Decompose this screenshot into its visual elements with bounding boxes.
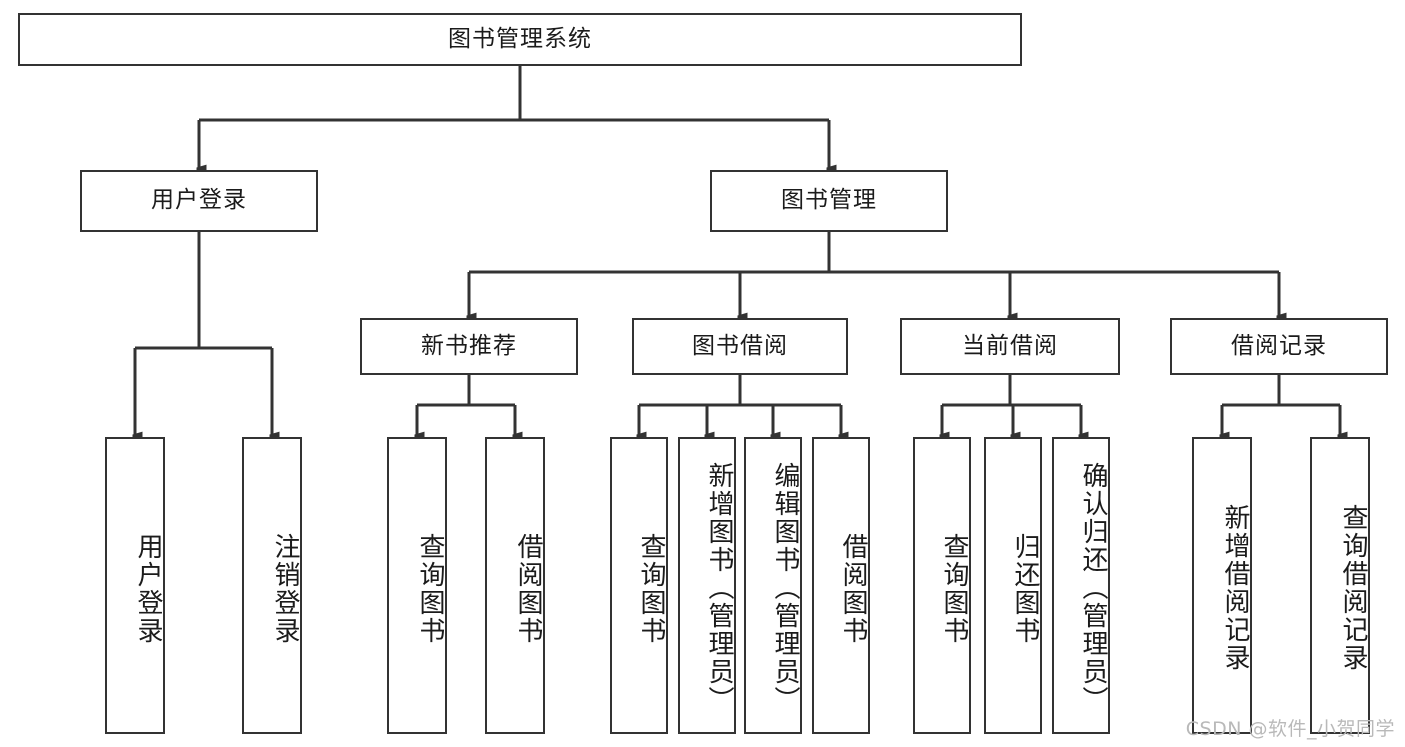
node-label: 归还图书 (1010, 532, 1040, 645)
node-leaf_rec1[interactable]: 新增借阅记录 (1192, 437, 1252, 734)
node-leaf_bor3[interactable]: 编辑图书（管理员） (744, 437, 802, 734)
node-leaf_cur3[interactable]: 确认归还（管理员） (1052, 437, 1110, 734)
node-bookmgmt[interactable]: 图书管理 (710, 170, 948, 232)
node-label: 新书推荐 (421, 332, 517, 359)
node-label: 图书借阅 (692, 332, 788, 359)
node-leaf_login1[interactable]: 用户登录 (105, 437, 165, 734)
node-leaf_rec2[interactable]: 查询借阅记录 (1310, 437, 1370, 734)
node-label: 图书管理系统 (448, 25, 592, 52)
node-label: 用户登录 (133, 532, 163, 645)
node-label: 注销登录 (270, 532, 300, 645)
node-label: 确认归还（管理员） (1078, 461, 1108, 714)
node-leaf_cur2[interactable]: 归还图书 (984, 437, 1042, 734)
node-login[interactable]: 用户登录 (80, 170, 318, 232)
node-label: 查询借阅记录 (1338, 503, 1368, 672)
node-label: 新增借阅记录 (1220, 503, 1250, 672)
node-current[interactable]: 当前借阅 (900, 318, 1120, 375)
node-leaf_bor1[interactable]: 查询图书 (610, 437, 668, 734)
watermark-text: CSDN @软件_小贺同学 (1185, 718, 1395, 740)
node-label: 查询图书 (939, 532, 969, 645)
node-leaf_cur1[interactable]: 查询图书 (913, 437, 971, 734)
node-root[interactable]: 图书管理系统 (18, 13, 1022, 66)
node-newbook[interactable]: 新书推荐 (360, 318, 578, 375)
node-label: 新增图书（管理员） (704, 461, 734, 714)
node-label: 用户登录 (151, 187, 247, 214)
node-borrow[interactable]: 图书借阅 (632, 318, 848, 375)
node-leaf_new1[interactable]: 查询图书 (387, 437, 447, 734)
node-records[interactable]: 借阅记录 (1170, 318, 1388, 375)
node-label: 当前借阅 (962, 332, 1058, 359)
node-label: 查询图书 (636, 532, 666, 645)
node-leaf_new2[interactable]: 借阅图书 (485, 437, 545, 734)
node-label: 图书管理 (781, 187, 877, 214)
node-label: 借阅图书 (513, 532, 543, 645)
node-leaf_bor4[interactable]: 借阅图书 (812, 437, 870, 734)
edge-layer (135, 66, 1340, 436)
node-label: 查询图书 (415, 532, 445, 645)
node-label: 借阅记录 (1231, 332, 1327, 359)
node-leaf_bor2[interactable]: 新增图书（管理员） (678, 437, 736, 734)
node-leaf_login2[interactable]: 注销登录 (242, 437, 302, 734)
node-label: 借阅图书 (838, 532, 868, 645)
node-label: 编辑图书（管理员） (770, 461, 800, 714)
